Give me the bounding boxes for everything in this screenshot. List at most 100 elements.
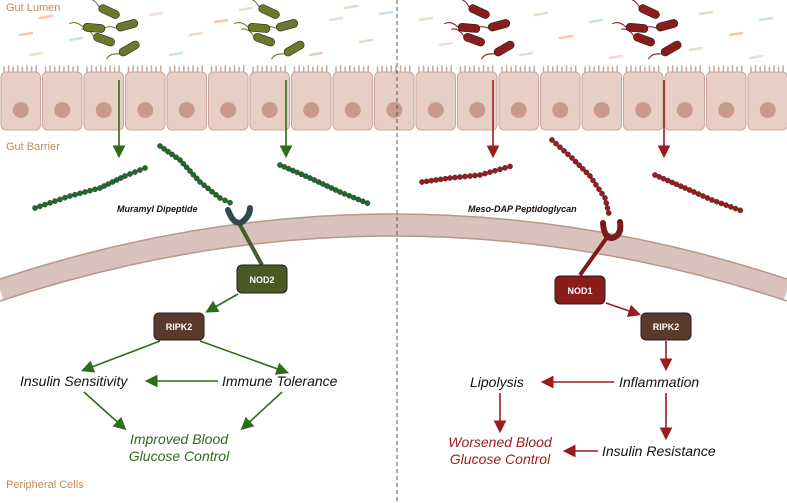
- epithelial-cell: [0, 65, 41, 131]
- lumen-particle: [68, 36, 84, 42]
- nod2-box: NOD2: [236, 264, 288, 294]
- outcome-right-line1: Worsened Blood: [448, 434, 553, 450]
- bacterium: [612, 22, 649, 33]
- epithelial-cell: [457, 65, 498, 131]
- lumen-particle: [378, 10, 394, 16]
- node-insulin-sensitivity: Insulin Sensitivity: [20, 373, 128, 389]
- node-inflammation: Inflammation: [619, 374, 699, 390]
- epithelial-cell: [747, 65, 787, 131]
- cell-nucleus: [261, 102, 278, 118]
- lumen-particle: [18, 31, 34, 37]
- nod1-box: NOD1: [554, 275, 606, 305]
- cell-membrane-edge-top: [0, 213, 787, 280]
- cell-nucleus: [427, 102, 444, 118]
- zone-label-barrier: Gut Barrier: [6, 141, 60, 153]
- lumen-particle: [188, 31, 204, 37]
- cell-nucleus: [178, 102, 195, 118]
- lumen-particle: [148, 11, 164, 17]
- lumen-particle: [558, 34, 574, 40]
- arrow-tolerance-outcome: [240, 391, 283, 431]
- lumen-particles: [18, 4, 774, 60]
- bacterium: [106, 40, 140, 60]
- cell-nucleus: [510, 102, 527, 118]
- lumen-particle: [38, 14, 54, 20]
- lumen-particle: [698, 10, 714, 16]
- arrow-nod2-ripk2: [205, 293, 239, 313]
- epithelial-cell: [249, 65, 290, 131]
- cell-nucleus: [303, 102, 320, 118]
- node-lipolysis: Lipolysis: [470, 374, 524, 390]
- node-insulin-resistance: Insulin Resistance: [602, 443, 716, 459]
- nod1-label: NOD1: [567, 286, 592, 296]
- cell-nucleus: [593, 102, 610, 118]
- nod2-receptor: [225, 205, 264, 266]
- lumen-particle: [343, 4, 359, 10]
- outcome-left-line1: Improved Blood: [130, 431, 229, 447]
- bacterium: [247, 0, 280, 19]
- peptidoglycan-chains: [32, 137, 744, 216]
- cell-nucleus: [759, 102, 776, 118]
- cell-nucleus: [635, 102, 652, 118]
- bacterium: [234, 22, 271, 33]
- ripk2-label-right: RIPK2: [653, 322, 680, 332]
- cell-nucleus: [95, 102, 112, 118]
- arrow-ripk2-tolerance: [199, 340, 290, 375]
- outcome-right-line2: Glucose Control: [450, 451, 551, 467]
- lumen-particle: [728, 31, 744, 37]
- cell-nucleus: [386, 102, 403, 118]
- lumen-particle: [418, 16, 434, 22]
- cell-nucleus: [137, 102, 154, 118]
- epithelial-cell-layer: [0, 65, 787, 131]
- epithelial-cell: [125, 65, 166, 131]
- node-immune-tolerance: Immune Tolerance: [222, 373, 338, 389]
- lumen-particle: [748, 54, 764, 60]
- peptidoglycan-chain: [32, 165, 148, 211]
- peptidoglycan-chain: [419, 163, 513, 185]
- epithelial-cell: [581, 65, 622, 131]
- cell-nucleus: [469, 102, 486, 118]
- cell-nucleus: [676, 102, 693, 118]
- lumen-particle: [168, 51, 184, 57]
- bacteria-group: [69, 0, 682, 60]
- bacterium: [69, 22, 106, 33]
- lumen-particle: [238, 6, 254, 12]
- compound-label-left: Muramyl Dipeptide: [117, 204, 198, 214]
- epithelial-cell: [166, 65, 207, 131]
- epithelial-cell: [706, 65, 747, 131]
- ripk2-label-left: RIPK2: [166, 322, 193, 332]
- bacterium: [101, 19, 139, 32]
- lumen-particle: [308, 51, 324, 57]
- outcome-left-line2: Glucose Control: [129, 448, 230, 464]
- nod1-receptor: [578, 219, 624, 277]
- cell-nucleus: [54, 102, 71, 118]
- peptidoglycan-chain: [549, 137, 612, 216]
- epithelial-cell: [42, 65, 83, 131]
- peptidoglycan-chain: [277, 162, 371, 206]
- epithelial-cell: [374, 65, 415, 131]
- lumen-particle: [533, 11, 549, 17]
- lumen-particle: [688, 46, 704, 52]
- bacterium: [641, 19, 679, 32]
- compound-label-right: Meso-DAP Peptidoglycan: [468, 204, 577, 214]
- bacterium: [481, 40, 515, 60]
- arrow-nod1-ripk2: [605, 302, 642, 317]
- cell-nucleus: [220, 102, 237, 118]
- lumen-particle: [588, 18, 604, 24]
- epithelial-cell: [208, 65, 249, 131]
- cell-membrane: [0, 214, 787, 301]
- lumen-particle: [518, 51, 534, 57]
- epithelial-cell: [623, 65, 664, 131]
- peptidoglycan-chain: [652, 172, 744, 214]
- lumen-particle: [608, 54, 624, 60]
- epithelial-cell: [332, 65, 373, 131]
- bacterium: [87, 0, 120, 19]
- epithelial-cell: [498, 65, 539, 131]
- epithelial-cell: [291, 65, 332, 131]
- epithelial-cell: [540, 65, 581, 131]
- ripk2-box-left: RIPK2: [153, 312, 205, 341]
- zone-label-lumen: Gut Lumen: [6, 2, 60, 14]
- lumen-particle: [213, 18, 229, 24]
- cell-membrane-edge-bottom: [0, 235, 787, 302]
- lumen-particle: [328, 16, 344, 22]
